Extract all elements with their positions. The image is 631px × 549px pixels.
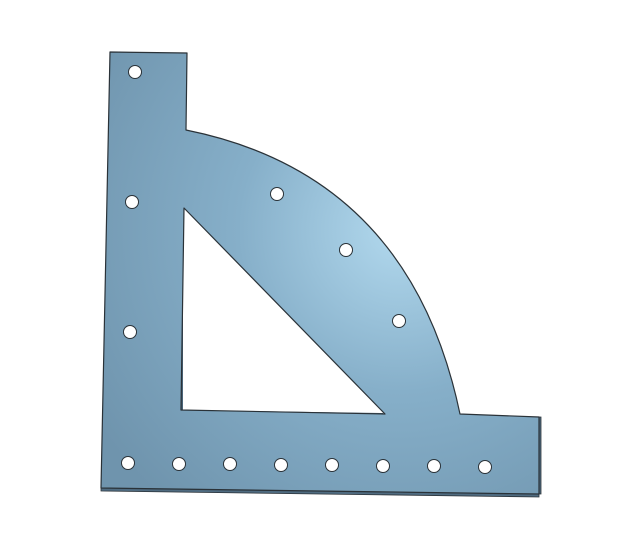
hole bbox=[392, 314, 406, 328]
mounting-holes bbox=[121, 65, 492, 474]
hole bbox=[274, 458, 288, 472]
hole bbox=[128, 65, 142, 79]
hole bbox=[223, 457, 237, 471]
hole bbox=[270, 187, 284, 201]
hole bbox=[376, 459, 390, 473]
hole bbox=[478, 460, 492, 474]
hole bbox=[325, 458, 339, 472]
hole bbox=[339, 243, 353, 257]
hole bbox=[172, 457, 186, 471]
hole bbox=[427, 459, 441, 473]
hole bbox=[125, 195, 139, 209]
hole bbox=[123, 325, 137, 339]
bracket-plate-face[interactable] bbox=[100, 51, 540, 495]
hole bbox=[121, 456, 135, 470]
